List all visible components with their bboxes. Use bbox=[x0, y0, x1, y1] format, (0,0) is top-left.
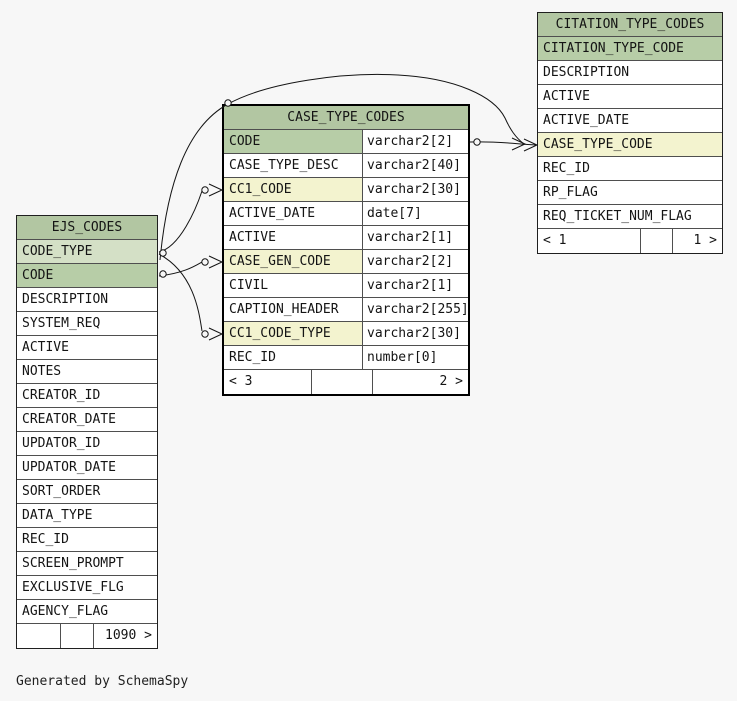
column-name: CODE_TYPE bbox=[17, 240, 157, 263]
column-name: REC_ID bbox=[229, 350, 276, 365]
table-title-ejs-codes[interactable]: EJS_CODES bbox=[17, 216, 157, 240]
column-row-active_date: ACTIVE_DATE date[7] bbox=[224, 202, 468, 226]
column-type: varchar2[1] bbox=[362, 226, 468, 249]
column-type: varchar2[40] bbox=[362, 154, 468, 177]
column-name: DATA_TYPE bbox=[22, 508, 93, 523]
column-row-active: ACTIVE bbox=[17, 336, 157, 360]
table-footer: 1090 > bbox=[17, 624, 157, 648]
column-row-agency_flag: AGENCY_FLAG bbox=[17, 600, 157, 624]
column-name: CASE_GEN_CODE bbox=[224, 250, 362, 273]
column-row-data_type: DATA_TYPE bbox=[17, 504, 157, 528]
footer-cell-0 bbox=[17, 624, 61, 648]
column-type: number[0] bbox=[362, 346, 468, 369]
column-row-caption_header: CAPTION_HEADER varchar2[255] bbox=[224, 298, 468, 322]
column-name: ACTIVE_DATE bbox=[229, 206, 316, 221]
column-row-rec_id: REC_ID bbox=[538, 157, 722, 181]
column-name: REQ_TICKET_NUM_FLAG bbox=[543, 209, 692, 224]
column-row-updator_date: UPDATOR_DATE bbox=[17, 456, 157, 480]
column-name: CREATOR_ID bbox=[22, 388, 101, 403]
column-name: UPDATOR_ID bbox=[22, 436, 101, 451]
column-name: DESCRIPTION bbox=[22, 292, 109, 307]
column-row-notes: NOTES bbox=[17, 360, 157, 384]
column-type: varchar2[1] bbox=[362, 274, 468, 297]
column-row-system_req: SYSTEM_REQ bbox=[17, 312, 157, 336]
column-row-case_type_desc: CASE_TYPE_DESC varchar2[40] bbox=[224, 154, 468, 178]
column-row-screen_prompt: SCREEN_PROMPT bbox=[17, 552, 157, 576]
column-row-code_type: CODE_TYPE bbox=[17, 240, 157, 264]
column-row-rec_id: REC_ID number[0] bbox=[224, 346, 468, 370]
column-name: ACTIVE_DATE bbox=[543, 113, 630, 128]
column-name: RP_FLAG bbox=[543, 185, 598, 200]
column-name: SORT_ORDER bbox=[22, 484, 101, 499]
column-name: CODE bbox=[17, 264, 157, 287]
column-row-active: ACTIVE bbox=[538, 85, 722, 109]
column-row-rp_flag: RP_FLAG bbox=[538, 181, 722, 205]
column-row-case_type_code: CASE_TYPE_CODE bbox=[538, 133, 722, 157]
column-type: date[7] bbox=[362, 202, 468, 225]
footer-cell-0[interactable]: < 3 bbox=[224, 370, 312, 394]
column-type: varchar2[255] bbox=[362, 298, 468, 321]
column-row-creator_date: CREATOR_DATE bbox=[17, 408, 157, 432]
table-title-case-type-codes[interactable]: CASE_TYPE_CODES bbox=[224, 106, 468, 130]
column-name: ACTIVE bbox=[22, 340, 69, 355]
column-name: CC1_CODE bbox=[224, 178, 362, 201]
footer-cell-2[interactable]: 1090 > bbox=[105, 628, 152, 643]
column-row-civil: CIVIL varchar2[1] bbox=[224, 274, 468, 298]
column-type: varchar2[30] bbox=[362, 322, 468, 345]
column-type: varchar2[2] bbox=[362, 130, 468, 153]
footer-cell-1 bbox=[312, 370, 373, 394]
column-row-active_date: ACTIVE_DATE bbox=[538, 109, 722, 133]
column-name: REC_ID bbox=[543, 161, 590, 176]
table-title-citation-type-codes[interactable]: CITATION_TYPE_CODES bbox=[538, 13, 722, 37]
table-footer: < 1 1 > bbox=[538, 229, 722, 253]
column-name: SYSTEM_REQ bbox=[22, 316, 101, 331]
footer-cell-2[interactable]: 2 > bbox=[439, 374, 463, 389]
column-type: varchar2[30] bbox=[362, 178, 468, 201]
column-name: AGENCY_FLAG bbox=[22, 604, 109, 619]
column-row-active: ACTIVE varchar2[1] bbox=[224, 226, 468, 250]
column-name: CODE bbox=[224, 130, 362, 153]
column-name: CIVIL bbox=[229, 278, 269, 293]
column-type: varchar2[2] bbox=[362, 250, 468, 273]
column-row-citation_type_code: CITATION_TYPE_CODE bbox=[538, 37, 722, 61]
column-row-updator_id: UPDATOR_ID bbox=[17, 432, 157, 456]
column-name: CC1_CODE_TYPE bbox=[224, 322, 362, 345]
column-row-rec_id: REC_ID bbox=[17, 528, 157, 552]
column-row-description: DESCRIPTION bbox=[17, 288, 157, 312]
column-name: CASE_TYPE_CODE bbox=[538, 133, 722, 156]
footer-cell-0[interactable]: < 1 bbox=[538, 229, 641, 253]
footer-cell-1 bbox=[641, 229, 673, 253]
column-row-sort_order: SORT_ORDER bbox=[17, 480, 157, 504]
column-name: CASE_TYPE_DESC bbox=[229, 158, 339, 173]
generated-by-caption: Generated by SchemaSpy bbox=[16, 674, 189, 689]
column-name: CREATOR_DATE bbox=[22, 412, 116, 427]
column-name: REC_ID bbox=[22, 532, 69, 547]
column-name: CITATION_TYPE_CODE bbox=[538, 37, 722, 60]
column-name: EXCLUSIVE_FLG bbox=[22, 580, 124, 595]
column-name: CAPTION_HEADER bbox=[229, 302, 339, 317]
column-name: DESCRIPTION bbox=[543, 65, 630, 80]
footer-cell-1 bbox=[61, 624, 94, 648]
column-row-code: CODE bbox=[17, 264, 157, 288]
footer-cell-2[interactable]: 1 > bbox=[693, 233, 717, 248]
column-row-creator_id: CREATOR_ID bbox=[17, 384, 157, 408]
column-name: ACTIVE bbox=[543, 89, 590, 104]
table-footer: < 3 2 > bbox=[224, 370, 468, 394]
column-row-req_ticket_num_flag: REQ_TICKET_NUM_FLAG bbox=[538, 205, 722, 229]
column-row-exclusive_flg: EXCLUSIVE_FLG bbox=[17, 576, 157, 600]
column-name: SCREEN_PROMPT bbox=[22, 556, 124, 571]
column-name: ACTIVE bbox=[229, 230, 276, 245]
column-row-description: DESCRIPTION bbox=[538, 61, 722, 85]
column-name: NOTES bbox=[22, 364, 62, 379]
column-name: UPDATOR_DATE bbox=[22, 460, 116, 475]
